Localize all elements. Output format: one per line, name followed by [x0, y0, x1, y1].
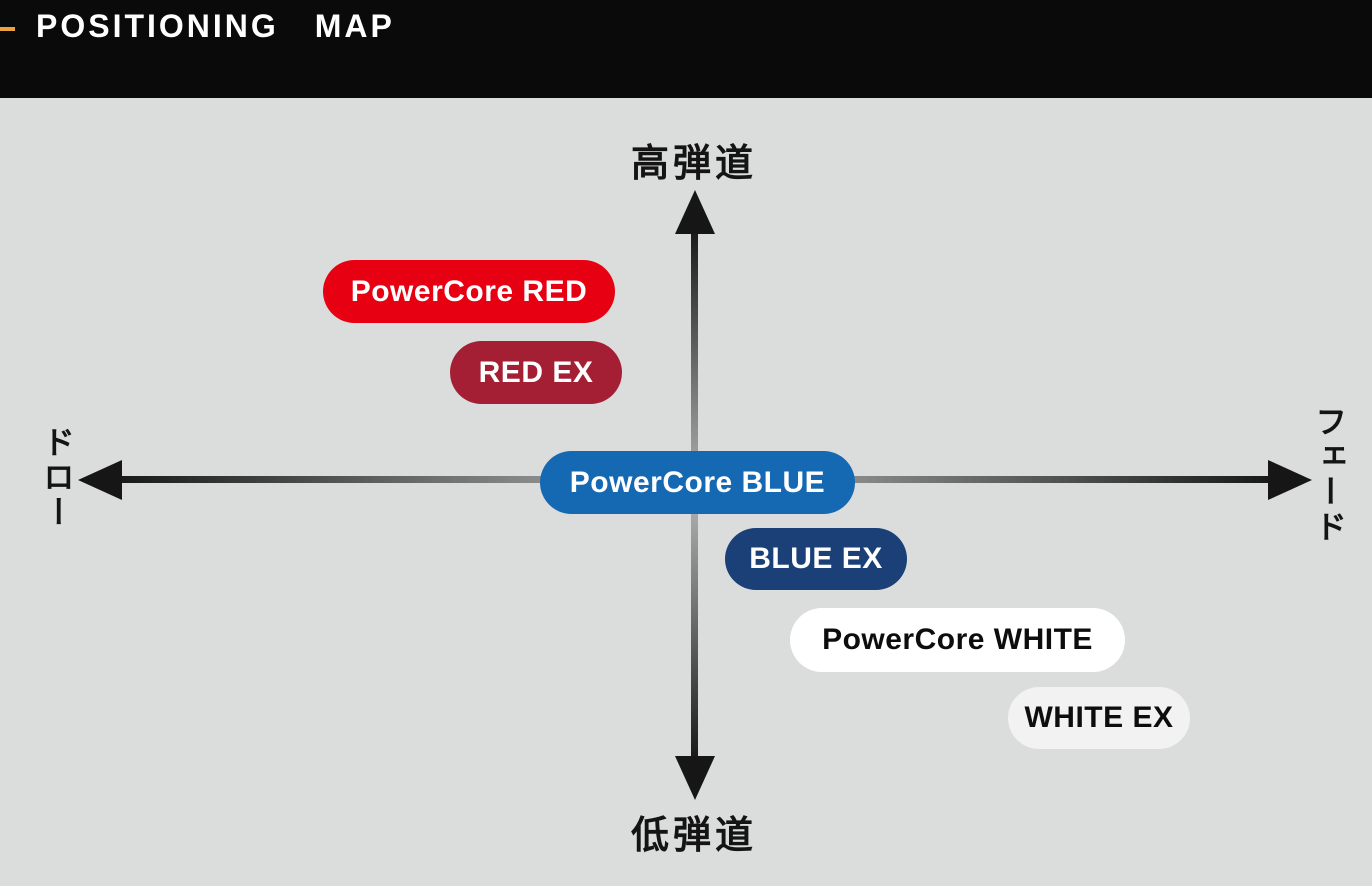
map-canvas: 高弾道 低弾道 ドロー フェード PowerCore RED RED EX Po… [0, 98, 1372, 886]
arrow-right-icon [1268, 460, 1312, 500]
header-bar: POSITIONING MAP [0, 0, 1372, 98]
axis-label-low-trajectory: 低弾道 [630, 815, 758, 857]
axis-label-fade: フェード [1311, 405, 1347, 545]
arrow-down-icon [675, 756, 715, 800]
axis-label-high-trajectory: 高弾道 [630, 143, 758, 185]
product-pill-blue-ex: BLUE EX [725, 528, 907, 590]
product-pill-powercore-red: PowerCore RED [323, 260, 615, 323]
product-pill-red-ex: RED EX [450, 341, 622, 404]
product-pill-powercore-blue: PowerCore BLUE [540, 451, 855, 514]
axis-label-draw: ドロー [39, 425, 75, 531]
page-title: POSITIONING MAP [36, 8, 395, 44]
arrow-up-icon [675, 190, 715, 234]
accent-dash-icon [0, 27, 15, 31]
product-pill-powercore-white: PowerCore WHITE [790, 608, 1125, 672]
product-pill-white-ex: WHITE EX [1008, 687, 1190, 749]
arrow-left-icon [78, 460, 122, 500]
